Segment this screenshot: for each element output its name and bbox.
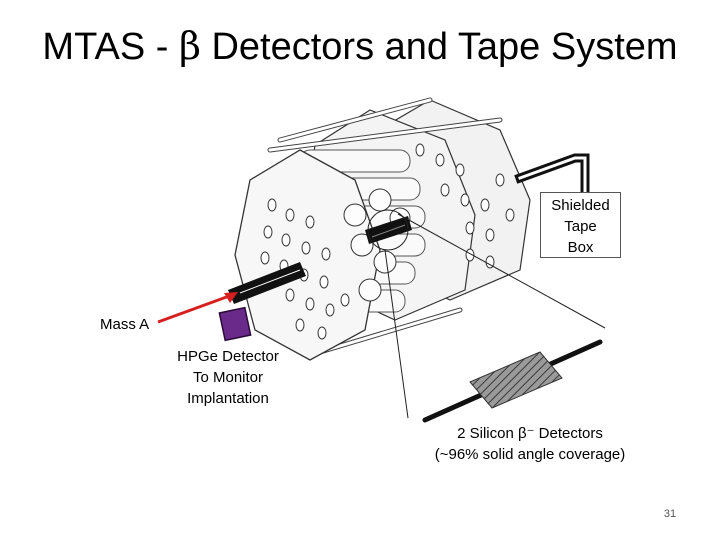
- back-plate-holes: [415, 143, 515, 269]
- silicon-label-line-2: (~96% solid angle coverage): [434, 446, 626, 463]
- silicon-detector-label: 2 Silicon β⁻ Detectors (~96% solid angle…: [420, 423, 640, 465]
- hpge-label-line-2: To Monitor: [192, 369, 264, 386]
- mass-label: Mass A: [100, 316, 150, 333]
- hpge-label-line-1: HPGe Detector: [177, 348, 279, 365]
- hpge-label: HPGe Detector To Monitor Implantation: [168, 346, 288, 409]
- silicon-detector-assembly: [422, 339, 603, 423]
- beam-arrow: [157, 292, 238, 324]
- beam-pipe: [228, 262, 306, 304]
- tape-box-line-2: Tape: [564, 218, 597, 235]
- front-plate-holes: [260, 198, 350, 340]
- implantation-tape: [365, 216, 412, 244]
- shielded-tape-box: Shielded Tape Box: [540, 192, 621, 258]
- core-cylinders: [343, 188, 411, 302]
- callout-lines: [384, 213, 606, 419]
- tape-transport-pipe: [514, 153, 590, 205]
- tape-box-line-1: Shielded: [551, 197, 610, 214]
- support-rods-inner: [268, 98, 502, 357]
- hpge-label-line-3: Implantation: [187, 390, 269, 407]
- hpge-detector: [218, 306, 252, 342]
- silicon-label-line-1: 2 Silicon β⁻ Detectors: [457, 425, 603, 442]
- page-number: 31: [663, 508, 677, 520]
- implantation-zoom-circle: [367, 209, 409, 251]
- slide-title: MTAS - β Detectors and Tape System: [42, 24, 678, 68]
- tape-box-line-3: Box: [567, 239, 594, 256]
